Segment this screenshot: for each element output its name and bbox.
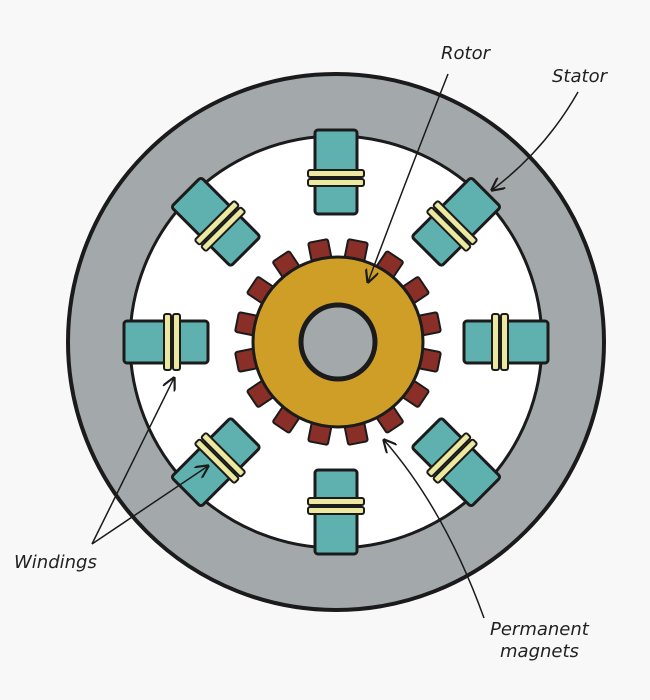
- stator-pole: [170, 176, 261, 267]
- stator-pole: [170, 417, 261, 508]
- windings-label: Windings: [14, 552, 97, 573]
- stator-arrow: [492, 91, 579, 190]
- stator-pole: [411, 176, 502, 267]
- magnets-label-line2: magnets: [500, 641, 579, 662]
- stator-label: Stator: [552, 66, 609, 87]
- rotor-shaft: [298, 302, 378, 382]
- rotor-arrow: [368, 73, 449, 282]
- winding-band: [307, 178, 365, 187]
- winding-band: [500, 313, 509, 371]
- stator-pole: [307, 468, 365, 556]
- stator-pole: [122, 313, 210, 371]
- winding-band: [200, 206, 246, 252]
- winding-band: [172, 313, 181, 371]
- winding-band: [200, 432, 246, 478]
- winding-band: [163, 313, 172, 371]
- stator-pole: [462, 313, 550, 371]
- winding-band: [307, 169, 365, 178]
- winding-band: [194, 438, 240, 484]
- winding-band: [194, 200, 240, 246]
- windings-arrow-lower: [91, 466, 208, 545]
- magnets-arrow: [384, 440, 485, 619]
- stator-pole: [411, 417, 502, 508]
- winding-band: [432, 200, 478, 246]
- winding-band: [432, 438, 478, 484]
- stator-pole: [307, 128, 365, 216]
- leader-lines: [91, 73, 579, 619]
- winding-band: [426, 206, 472, 252]
- stator-poles: [122, 128, 550, 556]
- rotor-label: Rotor: [441, 43, 492, 64]
- winding-band: [426, 432, 472, 478]
- winding-band: [307, 497, 365, 506]
- magnets-label-line1: Permanent: [490, 619, 590, 640]
- winding-band: [307, 506, 365, 515]
- windings-arrow-upper: [91, 378, 174, 545]
- winding-band: [491, 313, 500, 371]
